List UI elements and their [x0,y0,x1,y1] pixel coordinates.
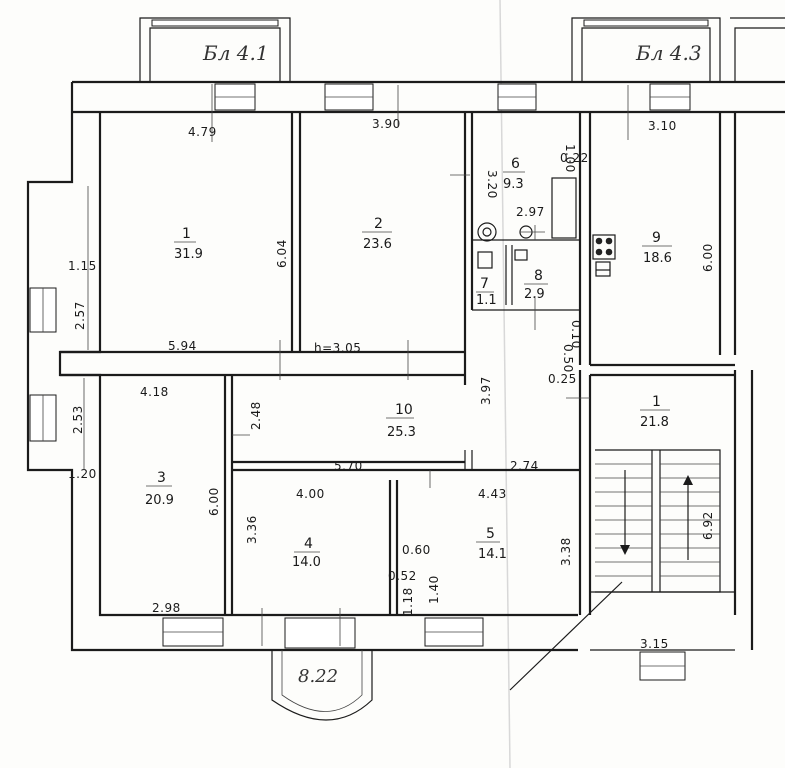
dimensions: 4.79 3.90 3.10 1.00 0.22 3.20 2.97 1.15 … [68,117,715,651]
dim-3-36: 3.36 [245,515,259,544]
dim-1-00: 1.00 [563,144,577,173]
interior-walls [60,112,735,615]
bay-window: 8.22 [271,617,373,721]
balcony-left-label: Бл 4.1 [202,41,269,65]
dim-2-57: 2.57 [73,301,87,330]
room-10-area: 25.3 [387,425,416,440]
dim-5-70: 5.70 [334,459,363,473]
windows-left [29,287,57,442]
room-3-number: 3 [157,470,166,486]
dimension-ticks [83,84,629,646]
room-7: 7 1.1 [476,276,497,308]
room-9: 9 18.6 [642,230,672,266]
windows-bottom [162,617,686,681]
dim-4-18: 4.18 [140,385,169,399]
room-8: 8 2.9 [524,268,548,302]
dim-0-52: 0.52 [388,569,417,583]
room-1-number: 1 [182,226,191,242]
room-3-area: 20.9 [145,493,174,508]
kitchen-fixtures [592,234,616,277]
room-6: 6 9.3 [503,156,525,192]
room-5-number: 5 [486,526,495,542]
dim-2-53: 2.53 [71,405,85,434]
stair-room-number: 1 [652,394,661,410]
room-7-area: 1.1 [476,293,497,308]
dim-6-04: 6.04 [275,239,289,268]
bay-window-label: 8.22 [298,666,338,687]
dim-2-98: 2.98 [152,601,181,615]
dim-3-97: 3.97 [479,376,493,405]
room-2-area: 23.6 [363,237,392,252]
room-4: 4 14.0 [292,536,321,570]
dim-0-25: 0.25 [548,372,577,386]
balcony-right-label: Бл 4.3 [635,41,702,65]
dim-6-92: 6.92 [701,511,715,540]
dim-0-22: 0.22 [560,151,589,165]
dim-1-18: 1.18 [401,587,415,616]
section-line [509,581,623,691]
dim-3-90: 3.90 [372,117,401,131]
dim-3-38: 3.38 [559,537,573,566]
room-labels: 1 31.9 2 23.6 3 20.9 4 14.0 5 14.1 6 9.3 [145,156,672,570]
room-10-number: 10 [395,402,413,418]
dim-6-00-room-9: 6.00 [701,243,715,272]
room-10: 10 25.3 [386,402,416,440]
room-9-number: 9 [652,230,661,246]
room-3: 3 20.9 [145,470,174,508]
windows-top [214,83,691,111]
dim-0-60: 0.60 [402,543,431,557]
dim-4-00: 4.00 [296,487,325,501]
dim-6-00-room-3: 6.00 [207,487,221,516]
room-6-area: 9.3 [503,177,524,192]
dim-2-48: 2.48 [249,401,263,430]
dim-5-94: 5.94 [168,339,197,353]
stair-room-1: 1 21.8 [640,394,670,430]
balcony-right: Бл 4.3 [571,17,785,82]
room-6-number: 6 [511,156,520,172]
dim-0-10: 0.10 [569,320,583,349]
room-8-number: 8 [534,268,543,284]
staircase [590,449,735,651]
dim-1-40: 1.40 [427,575,441,604]
room-1: 1 31.9 [174,226,203,262]
room-8-area: 2.9 [524,287,545,302]
room-4-number: 4 [304,536,313,552]
dim-1-20: 1.20 [68,467,97,481]
balcony-left: Бл 4.1 [139,17,291,82]
room-7-number: 7 [480,276,489,292]
dim-4-43: 4.43 [478,487,507,501]
room-2-number: 2 [374,216,383,232]
dim-2-97: 2.97 [516,205,545,219]
room-5: 5 14.1 [476,526,507,562]
dim-3-10: 3.10 [648,119,677,133]
scan-fold-line [499,0,511,769]
dim-2-74: 2.74 [510,459,539,473]
room-1-area: 31.9 [174,247,203,262]
dim-4-79: 4.79 [188,125,217,139]
ceiling-height: h=3.05 [314,341,361,355]
stair-room-area: 21.8 [640,415,669,430]
dim-0-50: 0.50 [561,344,575,373]
dim-1-15: 1.15 [68,259,97,273]
room-5-area: 14.1 [478,547,507,562]
room-2: 2 23.6 [362,216,392,252]
dim-3-20: 3.20 [485,170,499,199]
dim-3-15: 3.15 [640,637,669,651]
bathroom-fixtures [477,177,577,269]
room-9-area: 18.6 [643,251,672,266]
room-4-area: 14.0 [292,555,321,570]
